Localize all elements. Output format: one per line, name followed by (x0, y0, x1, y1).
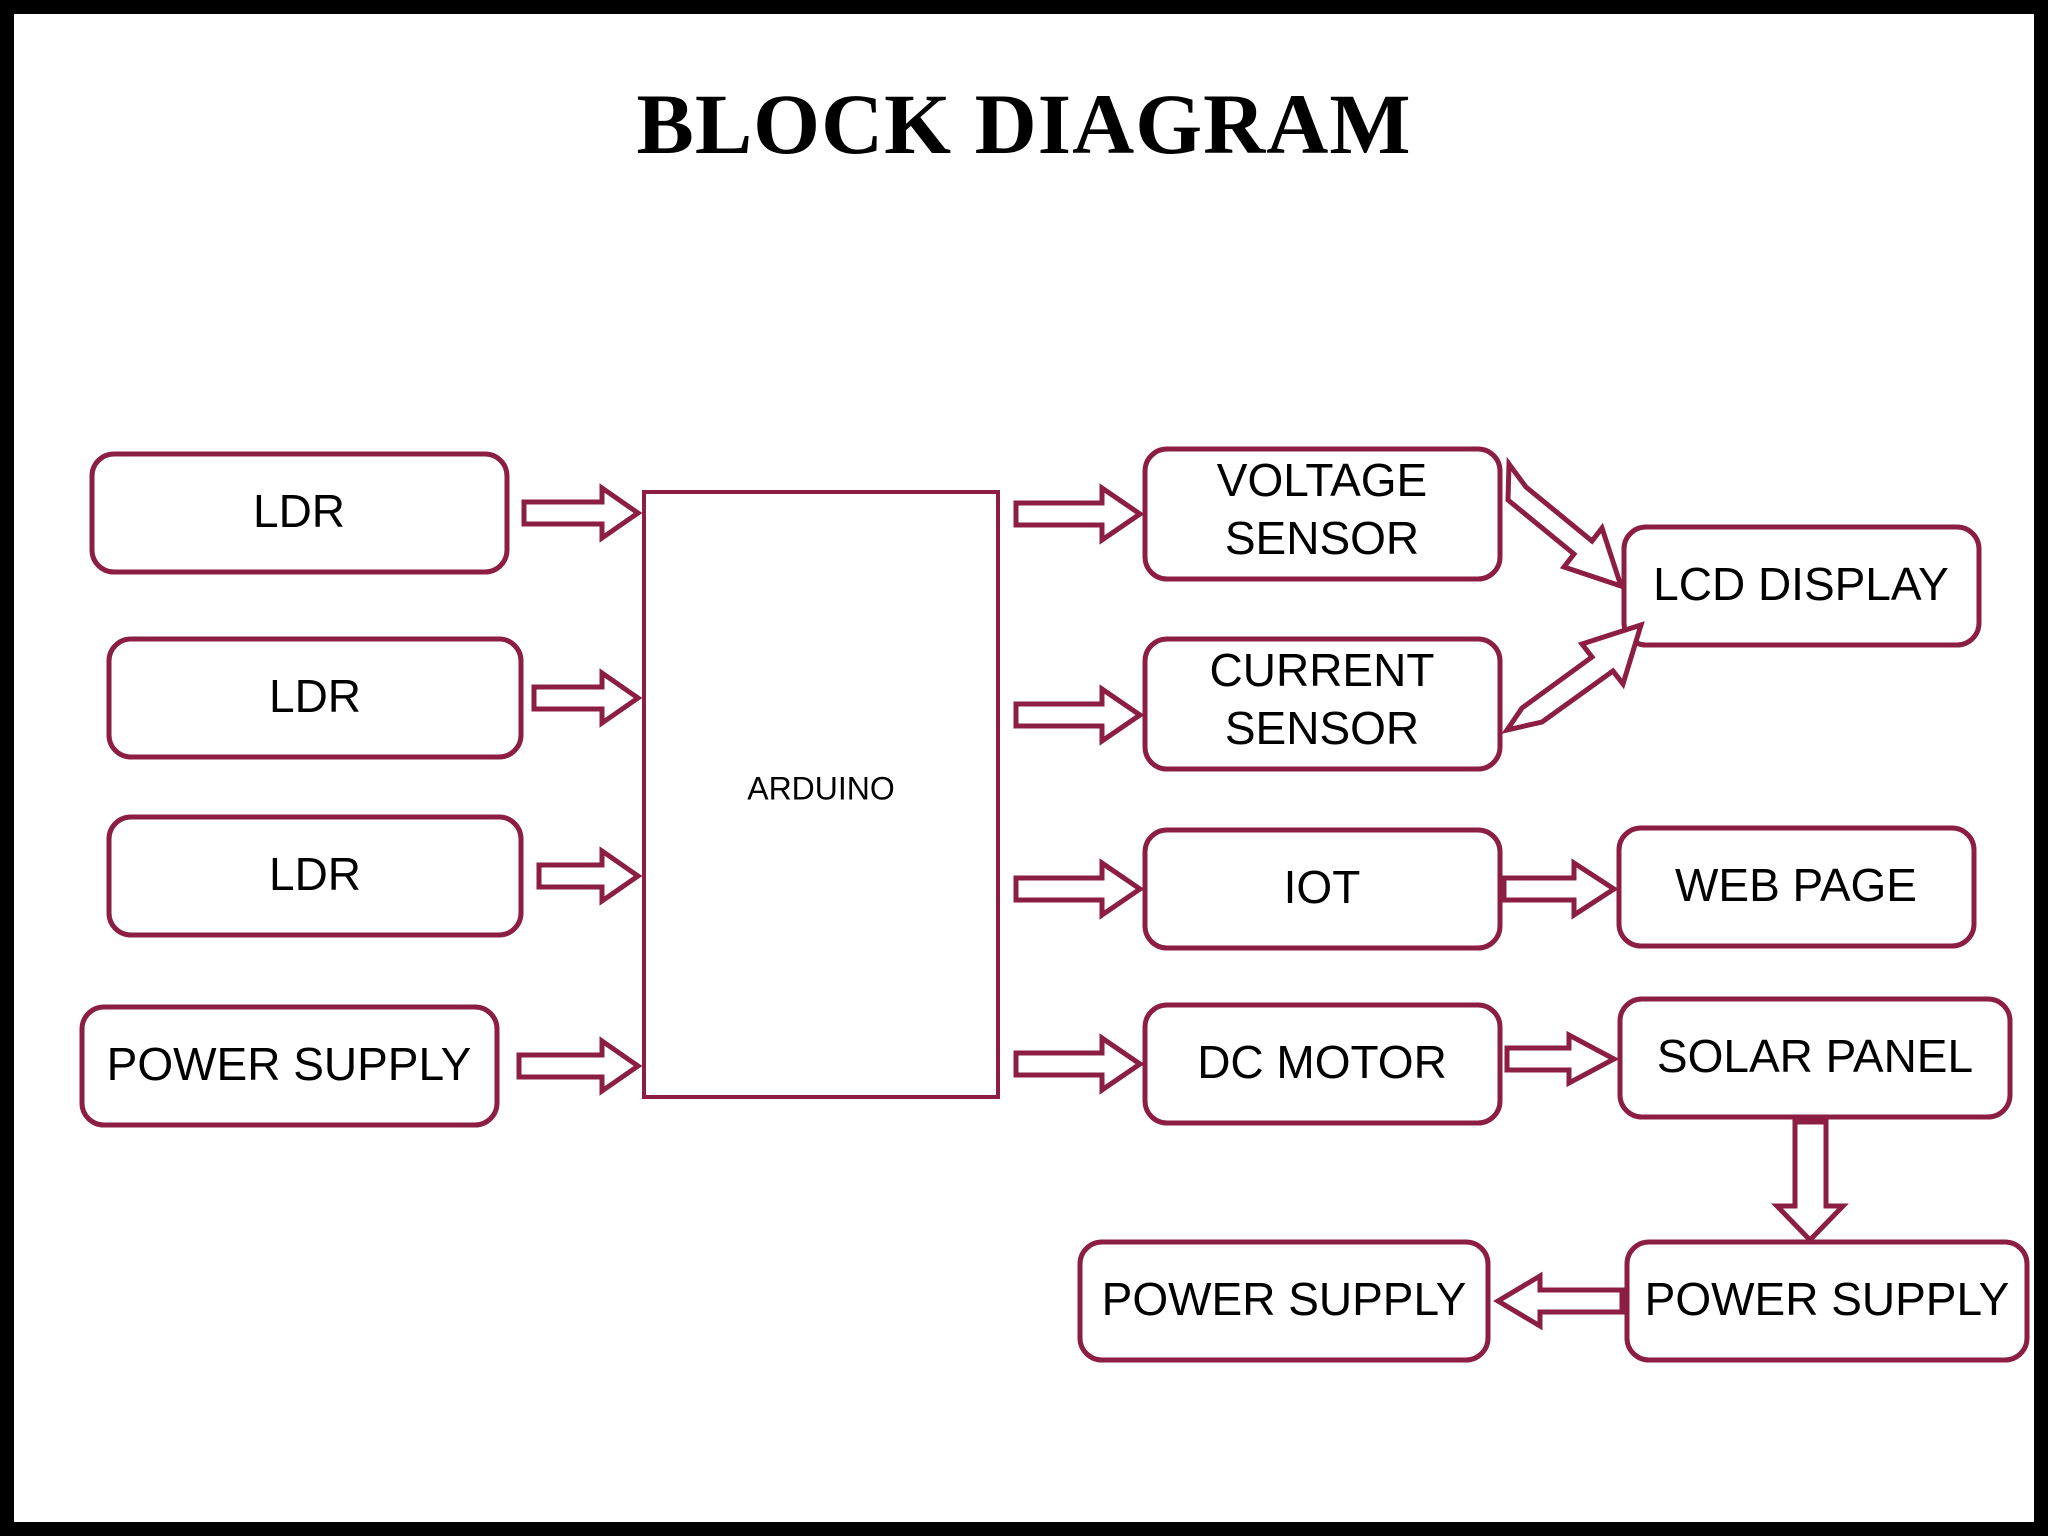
node-power-supply-out-left-label: POWER SUPPLY (1102, 1273, 1467, 1325)
node-power-supply-input[interactable]: POWER SUPPLY (79, 1004, 500, 1128)
node-ldr-1-label: LDR (253, 485, 345, 537)
node-current-sensor-label-line1: CURRENT (1210, 644, 1435, 696)
diagram-canvas: BLOCK DIAGRAM LDR LDR LDR POWER SUPPLY (14, 14, 2034, 1522)
node-arduino[interactable]: ARDUINO (642, 490, 1000, 1099)
node-lcd-display[interactable]: LCD DISPLAY (1621, 524, 1982, 648)
node-dc-motor-label: DC MOTOR (1197, 1036, 1447, 1088)
node-iot-box (1142, 827, 1503, 951)
node-power-supply-input-label: POWER SUPPLY (107, 1038, 472, 1090)
node-voltage-sensor-label-line1: VOLTAGE (1217, 454, 1427, 506)
node-power-supply-out-left[interactable]: POWER SUPPLY (1077, 1239, 1491, 1363)
page-title: BLOCK DIAGRAM (636, 76, 1412, 172)
node-ldr-3-label: LDR (269, 848, 361, 900)
arrow-power-supply-right-to-left (1493, 1271, 1625, 1331)
node-voltage-sensor-box (1142, 446, 1503, 582)
node-web-page-box (1616, 825, 1977, 949)
node-ldr-2[interactable]: LDR (106, 636, 524, 760)
node-current-sensor-box (1142, 636, 1503, 772)
node-solar-panel-label: SOLAR PANEL (1657, 1030, 1973, 1082)
arrow-voltage-sensor-to-lcd-display (1505, 456, 1625, 590)
arrow-arduino-to-voltage-sensor (1013, 483, 1145, 545)
node-solar-panel-box (1617, 996, 2013, 1120)
node-ldr-3-box (106, 814, 524, 938)
node-arduino-label: ARDUINO (747, 770, 895, 806)
node-iot[interactable]: IOT (1142, 827, 1503, 951)
node-power-supply-out-right-label: POWER SUPPLY (1645, 1273, 2010, 1325)
node-ldr-3[interactable]: LDR (106, 814, 524, 938)
node-voltage-sensor[interactable]: VOLTAGE SENSOR (1142, 446, 1503, 582)
node-ldr-2-box (106, 636, 524, 760)
arrow-current-sensor-to-lcd-display (1501, 621, 1645, 734)
node-voltage-sensor-label-line2: SENSOR (1225, 512, 1419, 564)
node-current-sensor-label-line2: SENSOR (1225, 702, 1419, 754)
arrow-ldr1-to-arduino (521, 483, 643, 543)
node-solar-panel[interactable]: SOLAR PANEL (1617, 996, 2013, 1120)
node-ldr-1[interactable]: LDR (89, 451, 510, 575)
node-ldr-1-box (89, 451, 510, 575)
node-arduino-box (642, 490, 1000, 1099)
arrow-arduino-to-dc-motor (1013, 1033, 1145, 1095)
node-current-sensor[interactable]: CURRENT SENSOR (1142, 636, 1503, 772)
node-ldr-2-label: LDR (269, 670, 361, 722)
arrow-dc-motor-to-solar-panel (1504, 1030, 1620, 1088)
arrow-powersupply-to-arduino (516, 1036, 643, 1096)
node-power-supply-input-box (79, 1004, 500, 1128)
arrow-solar-panel-to-power-supply (1771, 1119, 1849, 1244)
arrow-arduino-to-current-sensor (1013, 684, 1145, 746)
node-power-supply-out-right-box (1624, 1239, 2030, 1363)
node-web-page-label: WEB PAGE (1675, 859, 1917, 911)
node-power-supply-out-right[interactable]: POWER SUPPLY (1624, 1239, 2030, 1363)
block-diagram-svg: LDR LDR LDR POWER SUPPLY ARDUINO (79, 446, 2030, 1363)
arrow-arduino-to-iot (1013, 858, 1145, 920)
node-dc-motor[interactable]: DC MOTOR (1142, 1002, 1503, 1126)
arrow-ldr2-to-arduino (531, 668, 643, 728)
arrow-iot-to-web-page (1501, 858, 1619, 920)
arrow-ldr3-to-arduino (536, 846, 643, 906)
node-lcd-display-box (1621, 524, 1982, 648)
node-lcd-display-label: LCD DISPLAY (1653, 558, 1949, 610)
node-dc-motor-box (1142, 1002, 1503, 1126)
node-web-page[interactable]: WEB PAGE (1616, 825, 1977, 949)
node-iot-label: IOT (1284, 861, 1361, 913)
node-power-supply-out-left-box (1077, 1239, 1491, 1363)
